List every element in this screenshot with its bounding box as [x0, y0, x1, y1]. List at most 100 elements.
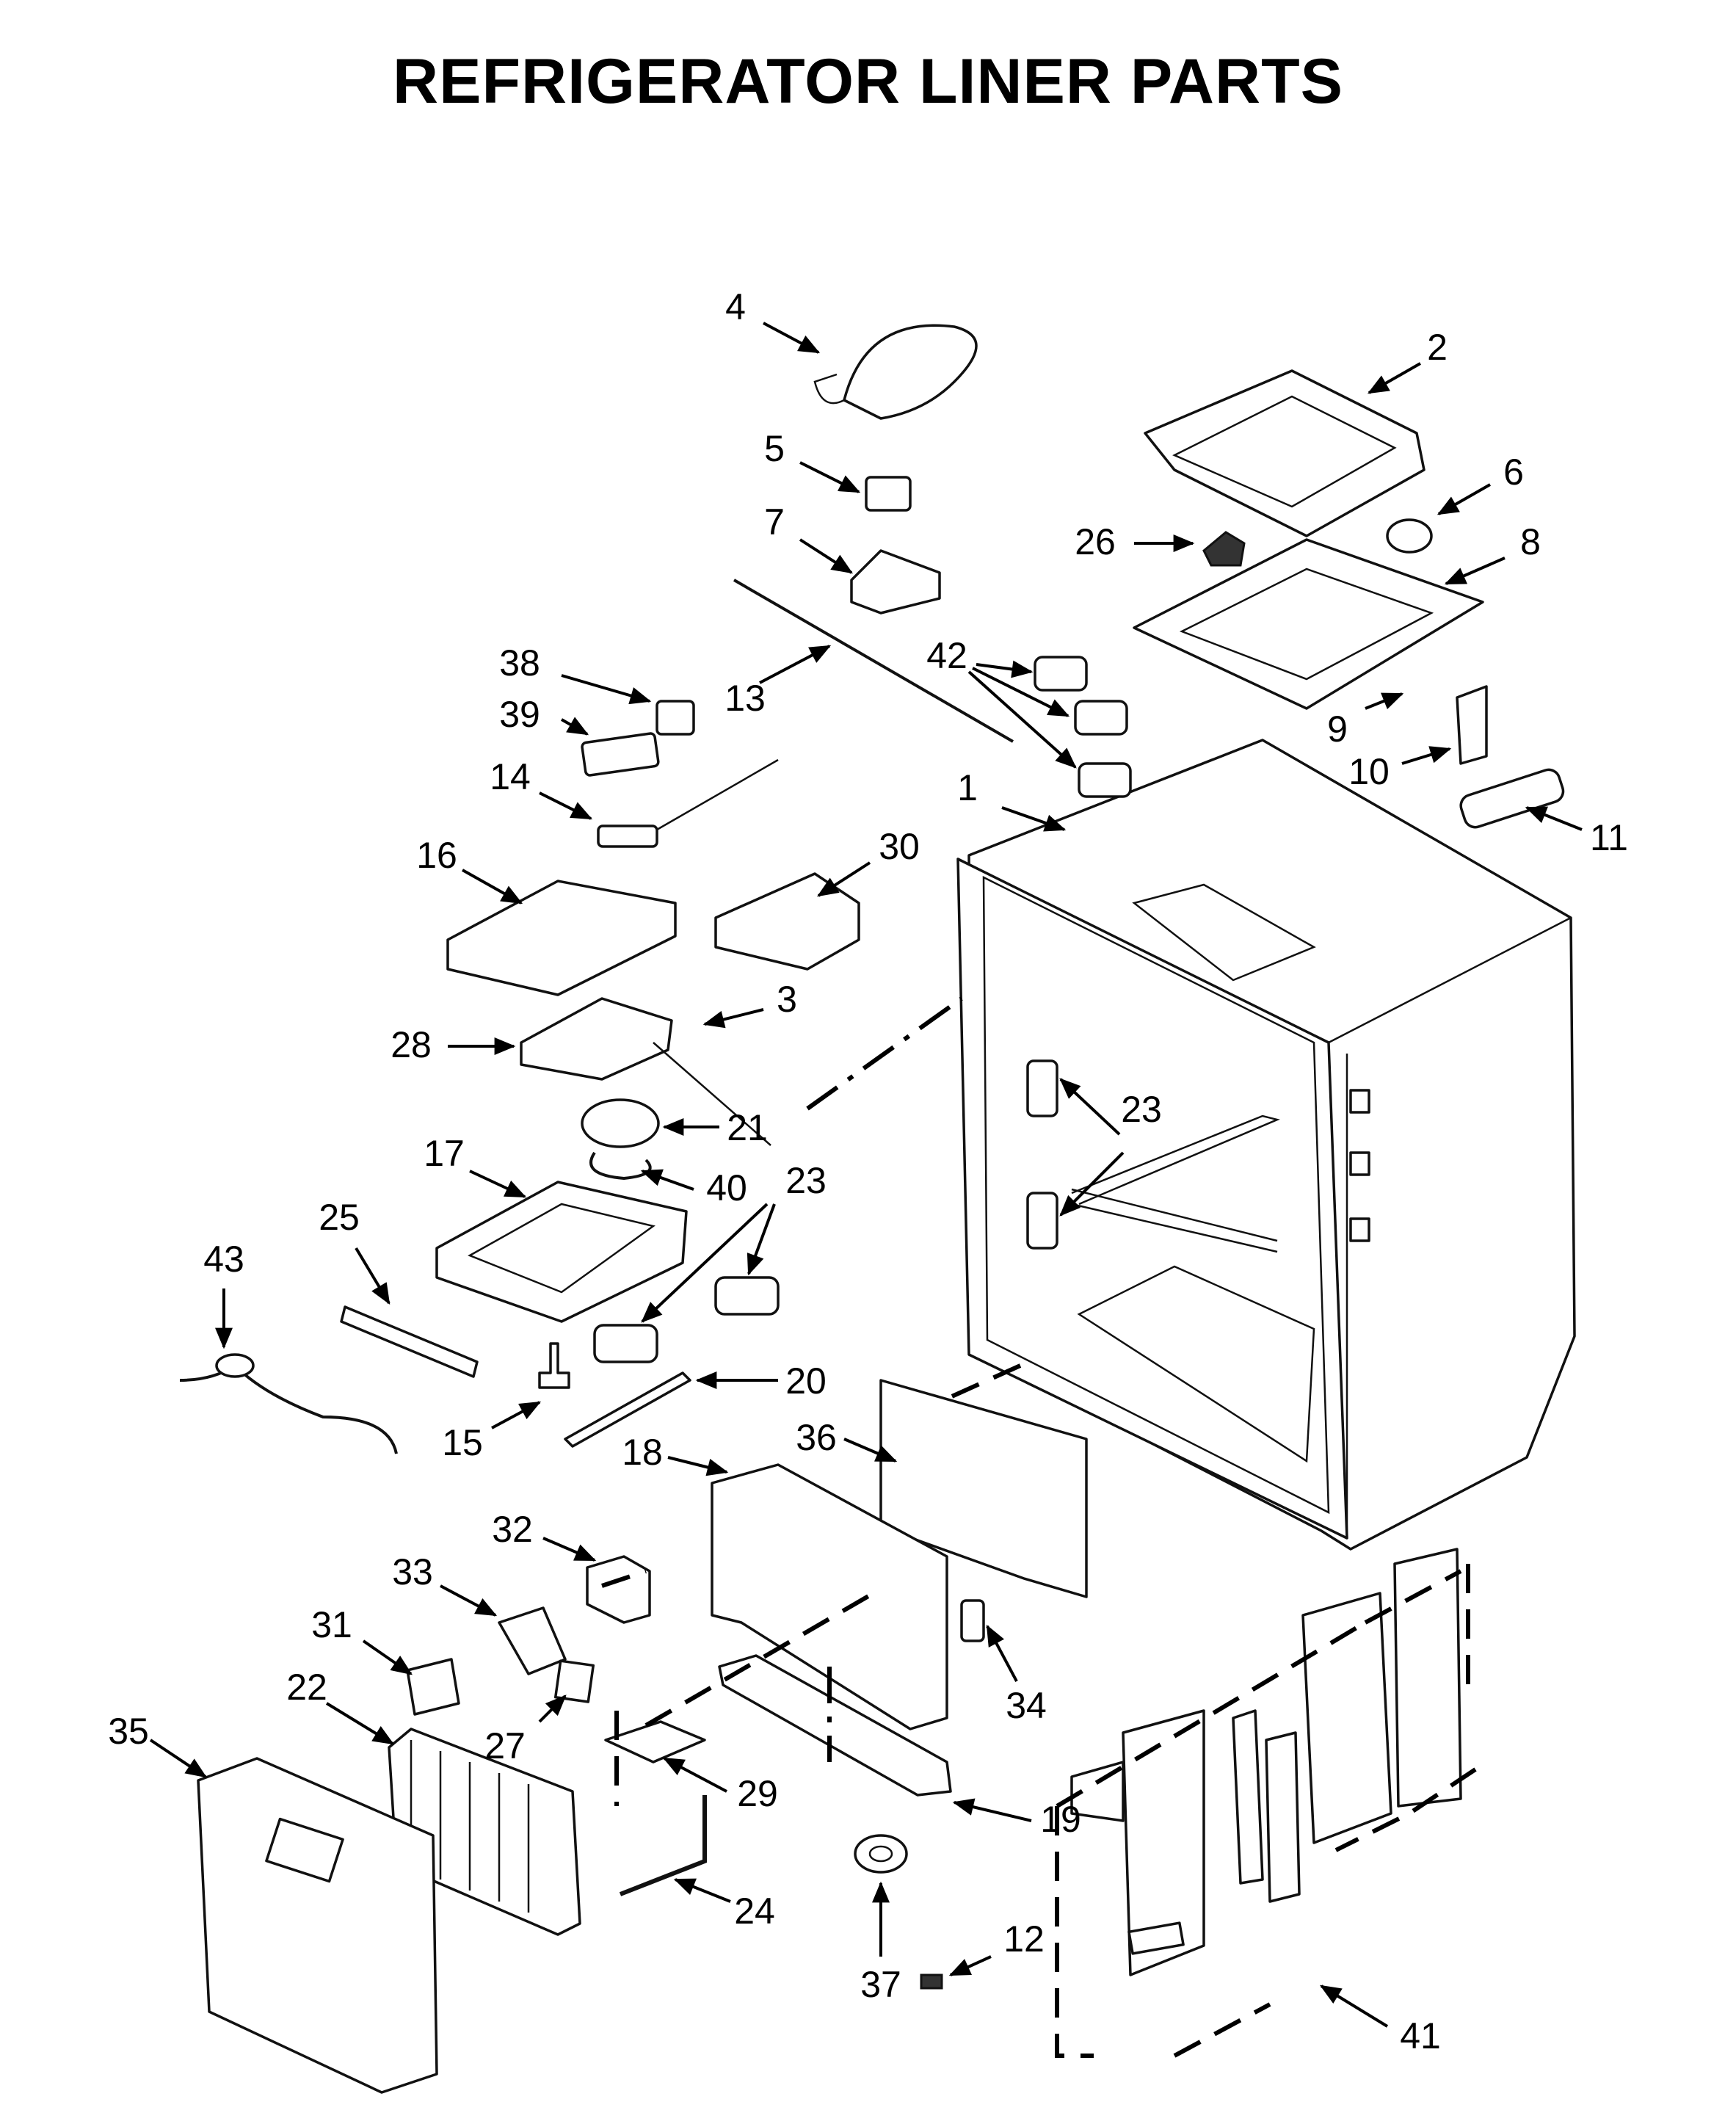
callout-21: 21 [727, 1107, 768, 1148]
dash-line-7 [1056, 1620, 1367, 1808]
dash-line-8 [1364, 1569, 1462, 1625]
dashed-lines [601, 996, 1477, 2058]
callout-9: 9 [1327, 708, 1348, 750]
leader-19 [952, 1798, 1032, 1822]
leader-23-mid [1059, 1151, 1125, 1217]
leader-5 [799, 461, 861, 493]
pad-14 [597, 824, 658, 848]
filter-11 [1459, 768, 1565, 829]
callout-1: 1 [957, 767, 978, 808]
leader-lines [149, 322, 1583, 2028]
dash-line-9 [1055, 1806, 1094, 2058]
dispenser-41a [1122, 1709, 1205, 1976]
strip-10 [1456, 685, 1488, 765]
leader-16 [462, 869, 523, 905]
leader-17 [469, 1170, 527, 1198]
callout-32: 32 [492, 1509, 533, 1550]
leader-12 [948, 1955, 992, 1976]
leader-6 [1437, 483, 1491, 515]
leader-18 [667, 1456, 729, 1476]
callout-2: 2 [1427, 327, 1448, 368]
callout-41: 41 [1400, 2015, 1441, 2056]
shroud-18 [711, 1463, 948, 1730]
callout-12: 12 [1003, 1918, 1045, 1960]
dispenser-41c [1232, 1709, 1264, 1885]
callout-25: 25 [319, 1197, 360, 1238]
callout-34: 34 [1006, 1685, 1047, 1726]
leader-39 [561, 717, 589, 736]
callout-39: 39 [499, 694, 540, 735]
leader-36 [843, 1438, 898, 1462]
leader-9 [1365, 692, 1404, 710]
fan-motor-21 [581, 1098, 660, 1148]
bracket-32 [586, 1555, 651, 1624]
module-28 [520, 997, 673, 1081]
sensor-42b [1074, 700, 1128, 736]
callout-20: 20 [785, 1360, 827, 1402]
leader-13 [759, 645, 832, 684]
callout-24: 24 [734, 1891, 775, 1932]
panel-36 [879, 1379, 1088, 1598]
strip-20 [564, 1371, 691, 1448]
heater [843, 324, 978, 420]
seal-38 [655, 700, 695, 736]
drain-trough-19 [718, 1654, 952, 1797]
leader-4 [763, 322, 821, 354]
heater-24 [619, 1795, 707, 1896]
callout-7: 7 [764, 501, 785, 543]
callout-13: 13 [724, 678, 766, 719]
leader-25 [355, 1247, 391, 1305]
leader-24 [673, 1878, 731, 1903]
callout-28: 28 [391, 1024, 432, 1065]
callout-3: 3 [777, 979, 797, 1020]
duct-cover [1133, 538, 1484, 710]
rail-25 [340, 1305, 479, 1378]
fan-blade-29 [604, 1720, 706, 1764]
callout-27: 27 [484, 1725, 526, 1766]
leader-29 [662, 1757, 727, 1793]
leader-30 [816, 861, 871, 897]
bracket-34 [960, 1599, 985, 1642]
leader-35 [149, 1739, 207, 1778]
fitting-6 [1386, 518, 1433, 554]
leader-27 [538, 1695, 567, 1723]
callout-29: 29 [737, 1773, 778, 1814]
dispenser-41e [1393, 1548, 1462, 1808]
diagram-title: REFRIGERATOR LINER PARTS [393, 46, 1343, 117]
callout-labels: 1 2 3 4 5 6 7 8 9 10 11 12 13 14 15 16 1… [108, 286, 1628, 2056]
callout-5: 5 [764, 428, 785, 469]
leader-40 [640, 1169, 694, 1191]
cover-30 [714, 872, 860, 971]
dash-line-1 [806, 996, 963, 1111]
leader-34 [986, 1624, 1018, 1682]
screw-15 [538, 1342, 570, 1389]
tray-17 [435, 1181, 688, 1323]
seal-39 [581, 732, 660, 777]
leader-23-b [641, 1203, 769, 1323]
callout-6: 6 [1503, 452, 1524, 493]
motor-33 [498, 1606, 567, 1675]
leader-8 [1444, 557, 1506, 585]
callout-23-lower: 23 [785, 1160, 827, 1201]
callout-8: 8 [1520, 521, 1541, 562]
dispenser-41d [1301, 1592, 1392, 1844]
callout-14: 14 [490, 756, 531, 797]
leader-23-upper [1059, 1078, 1121, 1136]
callout-15: 15 [442, 1422, 483, 1463]
top-bracket [1144, 369, 1426, 537]
part-drawings [179, 324, 1576, 2094]
leader-42c [967, 670, 1077, 769]
callout-26: 26 [1075, 521, 1116, 562]
housing-7 [850, 549, 941, 615]
dash-line-2 [945, 1363, 1022, 1401]
callout-36: 36 [796, 1417, 837, 1458]
leader-31 [362, 1639, 413, 1675]
gasket-27 [553, 1659, 595, 1703]
leader-23-a [747, 1203, 776, 1276]
leader-11 [1525, 806, 1583, 831]
callout-10: 10 [1348, 751, 1390, 792]
callout-19: 19 [1040, 1799, 1081, 1840]
sensor-23b [593, 1324, 658, 1363]
callout-11: 11 [1590, 817, 1628, 858]
